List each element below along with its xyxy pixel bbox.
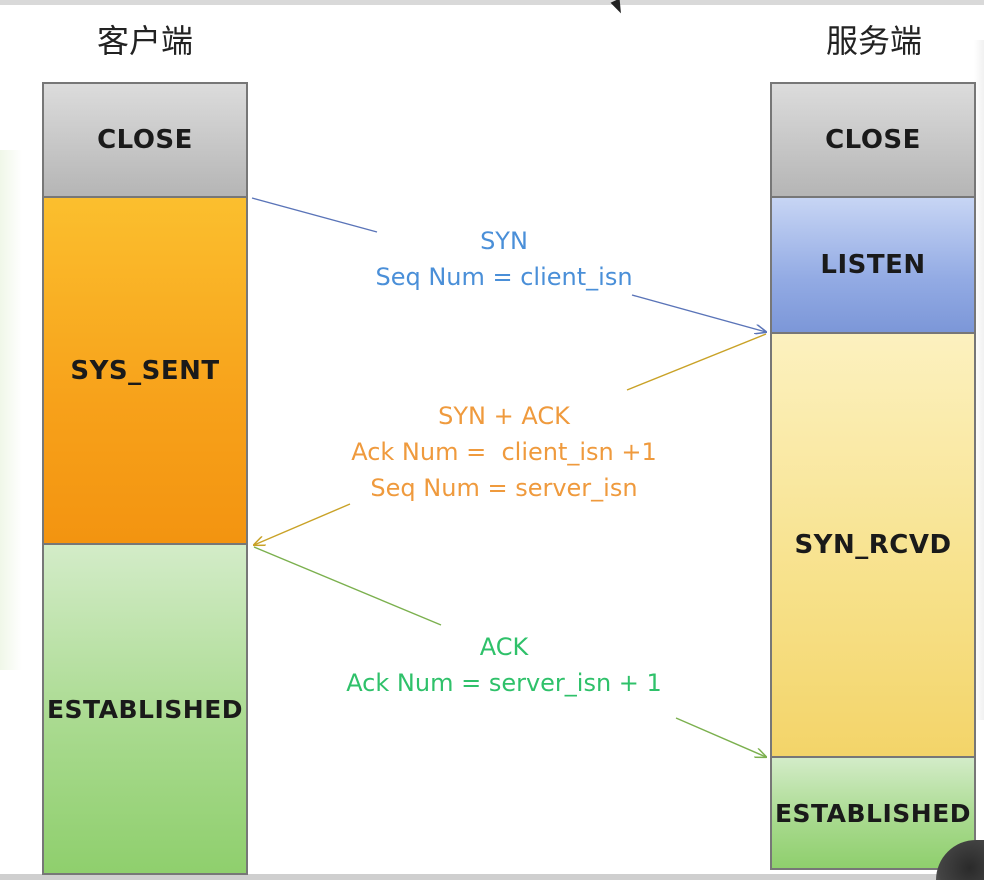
syn-arrow-head xyxy=(631,294,766,332)
syn-ack-arrow-head xyxy=(254,503,351,545)
server-state-close: CLOSE xyxy=(770,82,976,198)
server-state-established: ESTABLISHED xyxy=(770,756,976,870)
ack-arrow-start xyxy=(253,546,442,626)
syn-ack-line-3: Seq Num = server_isn xyxy=(370,474,638,502)
syn-line-2: Seq Num = client_isn xyxy=(375,263,633,291)
syn-ack-message-label: SYN + ACK Ack Num = client_isn +1 Seq Nu… xyxy=(314,398,694,506)
syn-message-label: SYN Seq Num = client_isn xyxy=(314,223,694,295)
bottom-border xyxy=(0,874,984,880)
syn-arrow-start xyxy=(251,197,378,233)
background-decoration-left xyxy=(0,150,22,670)
top-border xyxy=(0,0,984,5)
server-state-listen: LISTEN xyxy=(770,196,976,334)
syn-ack-arrow-start xyxy=(626,333,767,391)
ack-line-1: ACK xyxy=(479,633,529,661)
background-decoration-right xyxy=(974,40,984,720)
server-header: 服务端 xyxy=(825,22,922,60)
syn-ack-line-2: Ack Num = client_isn +1 xyxy=(351,438,657,466)
ack-message-label: ACK Ack Num = server_isn + 1 xyxy=(314,629,694,701)
client-state-sys-sent: SYS_SENT xyxy=(42,196,248,545)
syn-line-1: SYN xyxy=(480,227,528,255)
syn-ack-line-1: SYN + ACK xyxy=(438,402,570,430)
ack-line-2: Ack Num = server_isn + 1 xyxy=(346,669,662,697)
ack-arrow-head xyxy=(675,717,766,757)
server-state-syn-rcvd: SYN_RCVD xyxy=(770,332,976,758)
client-state-established: ESTABLISHED xyxy=(42,543,248,875)
client-header: 客户端 xyxy=(96,22,193,60)
